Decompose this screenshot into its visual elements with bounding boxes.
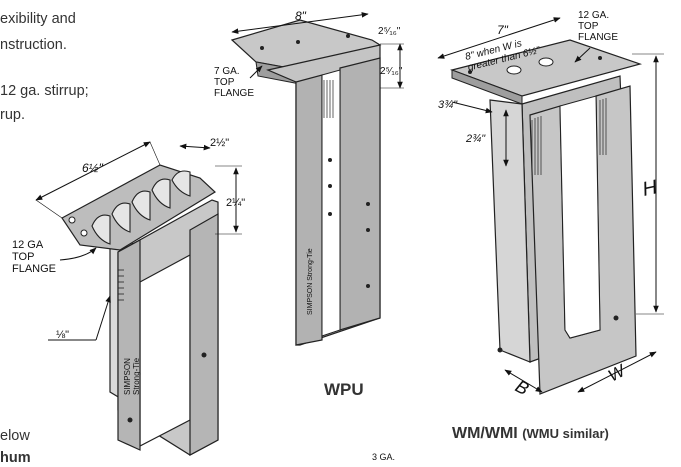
dim-thickness-1: 2⁵⁄₁₆": [378, 26, 401, 37]
bottom-fragment: 3 GA.: [372, 452, 395, 462]
dim-width: 8": [295, 9, 307, 23]
text-fragment: hum: [0, 450, 31, 466]
label-h: H: [640, 176, 659, 201]
dim-width: 7": [497, 23, 509, 37]
text-fragment: elow: [0, 428, 30, 444]
wpu-brand-label: SIMPSON Strong-Tie: [307, 248, 314, 315]
dim-height: 2¼": [226, 197, 245, 209]
text-fragment: rup.: [0, 107, 25, 123]
dim-small: ⅛": [56, 329, 69, 341]
text-fragment: exibility and: [0, 11, 76, 27]
caption-wm: WM/WMI (WMU similar): [452, 425, 609, 443]
dim-depth: 2½": [210, 137, 229, 149]
text-fragment: nstruction.: [0, 37, 67, 53]
dim-length: 6½": [82, 161, 104, 175]
text-fragment: 12 ga. stirrup;: [0, 83, 89, 99]
dim-a: 3¾": [438, 99, 458, 111]
wpu-hanger: SIMPSON Strong-Tie 8" 2⁵⁄₁₆" 2⁵⁄₁₆" 7 GA…: [214, 9, 404, 346]
caption-wpu: WPU: [324, 380, 364, 399]
label-b: B: [512, 376, 532, 399]
wm-hanger: 7" 8" when W isgreater than 6½" 12 GA.TO…: [437, 10, 664, 399]
caption-wm-sub: (WMU similar): [522, 426, 609, 441]
dim-thickness-2: 2⁵⁄₁₆": [380, 66, 403, 77]
left-brand-label: Strong-Tie: [132, 357, 141, 395]
dim-b: 2¾": [465, 133, 486, 145]
left-brand-label: SIMPSON: [123, 358, 132, 395]
caption-wm-main: WM/WMI: [452, 425, 518, 442]
